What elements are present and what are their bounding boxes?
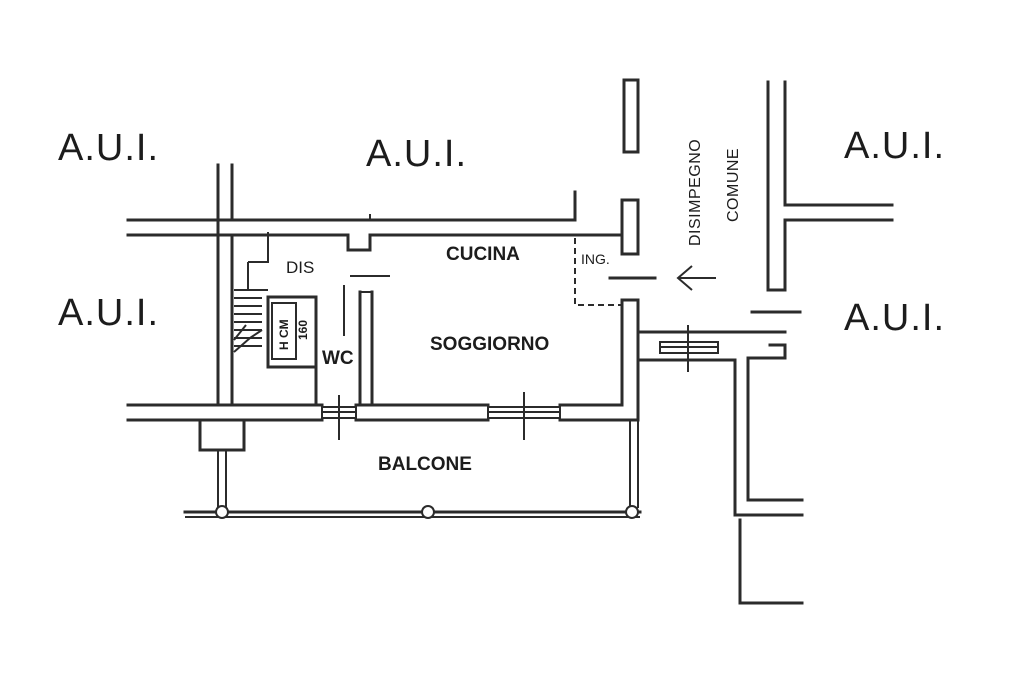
svg-text:160: 160 [296, 320, 310, 340]
svg-text:H CM: H CM [277, 319, 291, 350]
balcony [183, 418, 642, 519]
aui-label-top-center: A.U.I. [366, 133, 467, 175]
room-label-wc: WC [322, 348, 354, 369]
room-label-soggiorno: SOGGIORNO [430, 334, 549, 355]
balcony-window-left [321, 395, 357, 440]
corridor-label-comune: COMUNE [725, 148, 742, 222]
entrance-threshold [574, 238, 622, 306]
ceiling-height-note: H CM 160 [277, 319, 310, 350]
aui-label-top-right: A.U.I. [844, 125, 945, 167]
aui-label-top-left: A.U.I. [58, 127, 159, 169]
corridor-label-disimpegno: DISIMPEGNO [687, 139, 704, 246]
room-label-ing: ING. [581, 251, 610, 267]
left-arrow-icon [676, 265, 716, 291]
aui-label-mid-left: A.U.I. [58, 292, 159, 334]
wc-partition [266, 275, 390, 407]
room-label-cucina: CUCINA [446, 244, 520, 265]
balcony-window-right [487, 392, 561, 440]
aui-label-mid-right: A.U.I. [844, 297, 945, 339]
lower-right-structure [636, 325, 804, 605]
common-corridor-walls [608, 78, 894, 314]
room-label-dis: DIS [286, 258, 314, 277]
apartment-walls [126, 163, 640, 422]
room-label-balcone: BALCONE [378, 454, 472, 475]
staircase [233, 232, 269, 353]
